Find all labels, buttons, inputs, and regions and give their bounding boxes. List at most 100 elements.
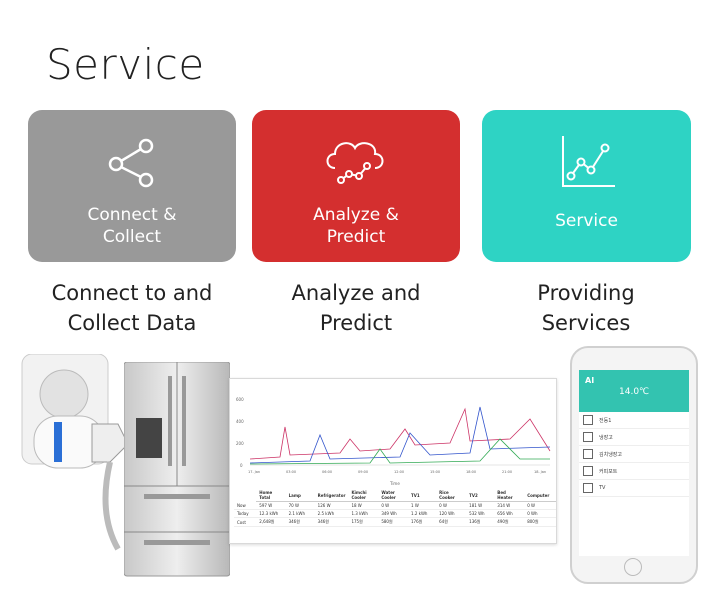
- caption-line1: Providing: [537, 281, 635, 305]
- x-tick-label: 21:00: [502, 470, 512, 474]
- card-label-line2: Collect: [102, 227, 162, 247]
- card-label-line1: Service: [555, 211, 618, 231]
- smart-plug-image: [18, 353, 138, 558]
- table-cell: 0 W: [436, 501, 467, 510]
- caption-line1: Analyze and: [291, 281, 421, 305]
- phone-app-title: AI: [585, 376, 595, 385]
- device-name: 전등1: [599, 417, 612, 424]
- phone-device-item: TV: [579, 480, 689, 497]
- table-cell: 136원: [466, 517, 495, 527]
- device-icon: [583, 415, 593, 425]
- table-cell: 0 Wh: [524, 509, 556, 518]
- phone-temperature: 14.0℃: [619, 387, 650, 397]
- table-header-cell: Refrigerator: [314, 489, 349, 502]
- device-name: 김치냉장고: [599, 451, 623, 458]
- table-cell: 2.5 kWh: [314, 509, 349, 518]
- table-cell: 2,648원: [256, 517, 286, 527]
- table-cell: 490원: [494, 517, 525, 527]
- table-cell: 181 W: [466, 501, 495, 510]
- table-cell: 800원: [524, 517, 556, 527]
- y-tick-label: 600: [236, 397, 244, 402]
- table-cell: 0 W: [378, 501, 408, 510]
- table-row-label: Today: [234, 509, 257, 518]
- device-name: 커피포트: [599, 468, 618, 475]
- device-icon: [583, 466, 593, 476]
- x-tick-label: 18. Jan: [534, 470, 546, 474]
- table-header-cell: Rice Cooker: [436, 489, 467, 502]
- x-axis-label: Time: [389, 481, 400, 486]
- table-cell: 64원: [436, 517, 467, 527]
- table-cell: 126 W: [314, 501, 349, 510]
- card-label-line2: Predict: [326, 227, 386, 247]
- caption-analyze: Analyze and Predict: [241, 278, 471, 338]
- device-icon: [583, 483, 593, 493]
- phone-device-item: 김치냉장고: [579, 446, 689, 463]
- x-tick-label: 09:00: [358, 470, 368, 474]
- x-tick-label: 06:00: [322, 470, 332, 474]
- phone-device-item: 전등1: [579, 412, 689, 429]
- table-cell: 1.3 kWh: [348, 509, 379, 518]
- table-row-label: Now: [234, 501, 257, 510]
- caption-providing: Providing Services: [471, 278, 701, 338]
- table-cell: 346원: [285, 517, 315, 527]
- x-tick-label: 15:00: [430, 470, 440, 474]
- energy-chart: 600 400 200 0 Time 17. Jan 03:00 06:00 0…: [236, 397, 551, 486]
- page-title: Service: [46, 40, 205, 89]
- table-cell: 1.2 kWh: [408, 509, 437, 518]
- table-cell: 18 W: [348, 501, 379, 510]
- table-cell: 349 Wh: [378, 509, 408, 518]
- device-icon: [583, 449, 593, 459]
- table-row-label: Cost: [234, 517, 257, 527]
- y-tick-label: 400: [236, 419, 244, 424]
- caption-line1: Connect to and: [51, 281, 213, 305]
- y-tick-label: 200: [236, 441, 244, 446]
- caption-connect: Connect to and Collect Data: [17, 278, 247, 338]
- table-cell: 532 Wh: [466, 509, 495, 518]
- x-tick-label: 12:00: [394, 470, 404, 474]
- table-header-cell: TV1: [408, 489, 437, 502]
- card-label-line1: Connect &: [87, 205, 177, 225]
- service-card[interactable]: Service: [482, 110, 691, 262]
- table-cell: 70 W: [285, 501, 315, 510]
- table-cell: 120 Wh: [436, 509, 467, 518]
- phone-device-item: 커피포트: [579, 463, 689, 480]
- x-tick-label: 18:00: [466, 470, 476, 474]
- caption-line2: Predict: [319, 311, 393, 335]
- analyze-predict-card[interactable]: Analyze & Predict: [252, 110, 460, 262]
- caption-line2: Collect Data: [67, 311, 197, 335]
- table-cell: 656 Wh: [494, 509, 525, 518]
- connect-collect-card[interactable]: Connect & Collect: [28, 110, 236, 262]
- y-tick-label: 0: [240, 463, 243, 468]
- table-header-cell: Computer: [524, 489, 556, 502]
- table-cell: 314 W: [494, 501, 525, 510]
- table-cell: 0 W: [524, 501, 556, 510]
- refrigerator-image: [123, 361, 231, 584]
- x-tick-label: 03:00: [286, 470, 296, 474]
- table-header-cell: Home Total: [256, 489, 286, 502]
- table-cell: 1 W: [408, 501, 437, 510]
- cloud-network-icon: [252, 132, 460, 192]
- phone-home-button: [624, 558, 642, 576]
- device-icon: [583, 432, 593, 442]
- table-header-cell: Water Cooler: [378, 489, 408, 502]
- phone-app-header: AI 14.0℃: [579, 370, 689, 412]
- device-name: TV: [599, 485, 606, 491]
- caption-line2: Services: [541, 311, 631, 335]
- phone-device-item: 냉장고: [579, 429, 689, 446]
- table-cell: 597 W: [256, 501, 286, 510]
- energy-dashboard-screen: 600 400 200 0 Time 17. Jan 03:00 06:00 0…: [229, 378, 557, 544]
- x-tick-label: 17. Jan: [248, 470, 260, 474]
- table-header-cell: Lamp: [285, 489, 315, 502]
- table-cell: 346원: [314, 517, 349, 527]
- table-cell: 176원: [408, 517, 437, 527]
- card-label-line1: Analyze &: [313, 205, 399, 225]
- table-cell: 175원: [348, 517, 379, 527]
- table-cell: 2.1 kWh: [285, 509, 315, 518]
